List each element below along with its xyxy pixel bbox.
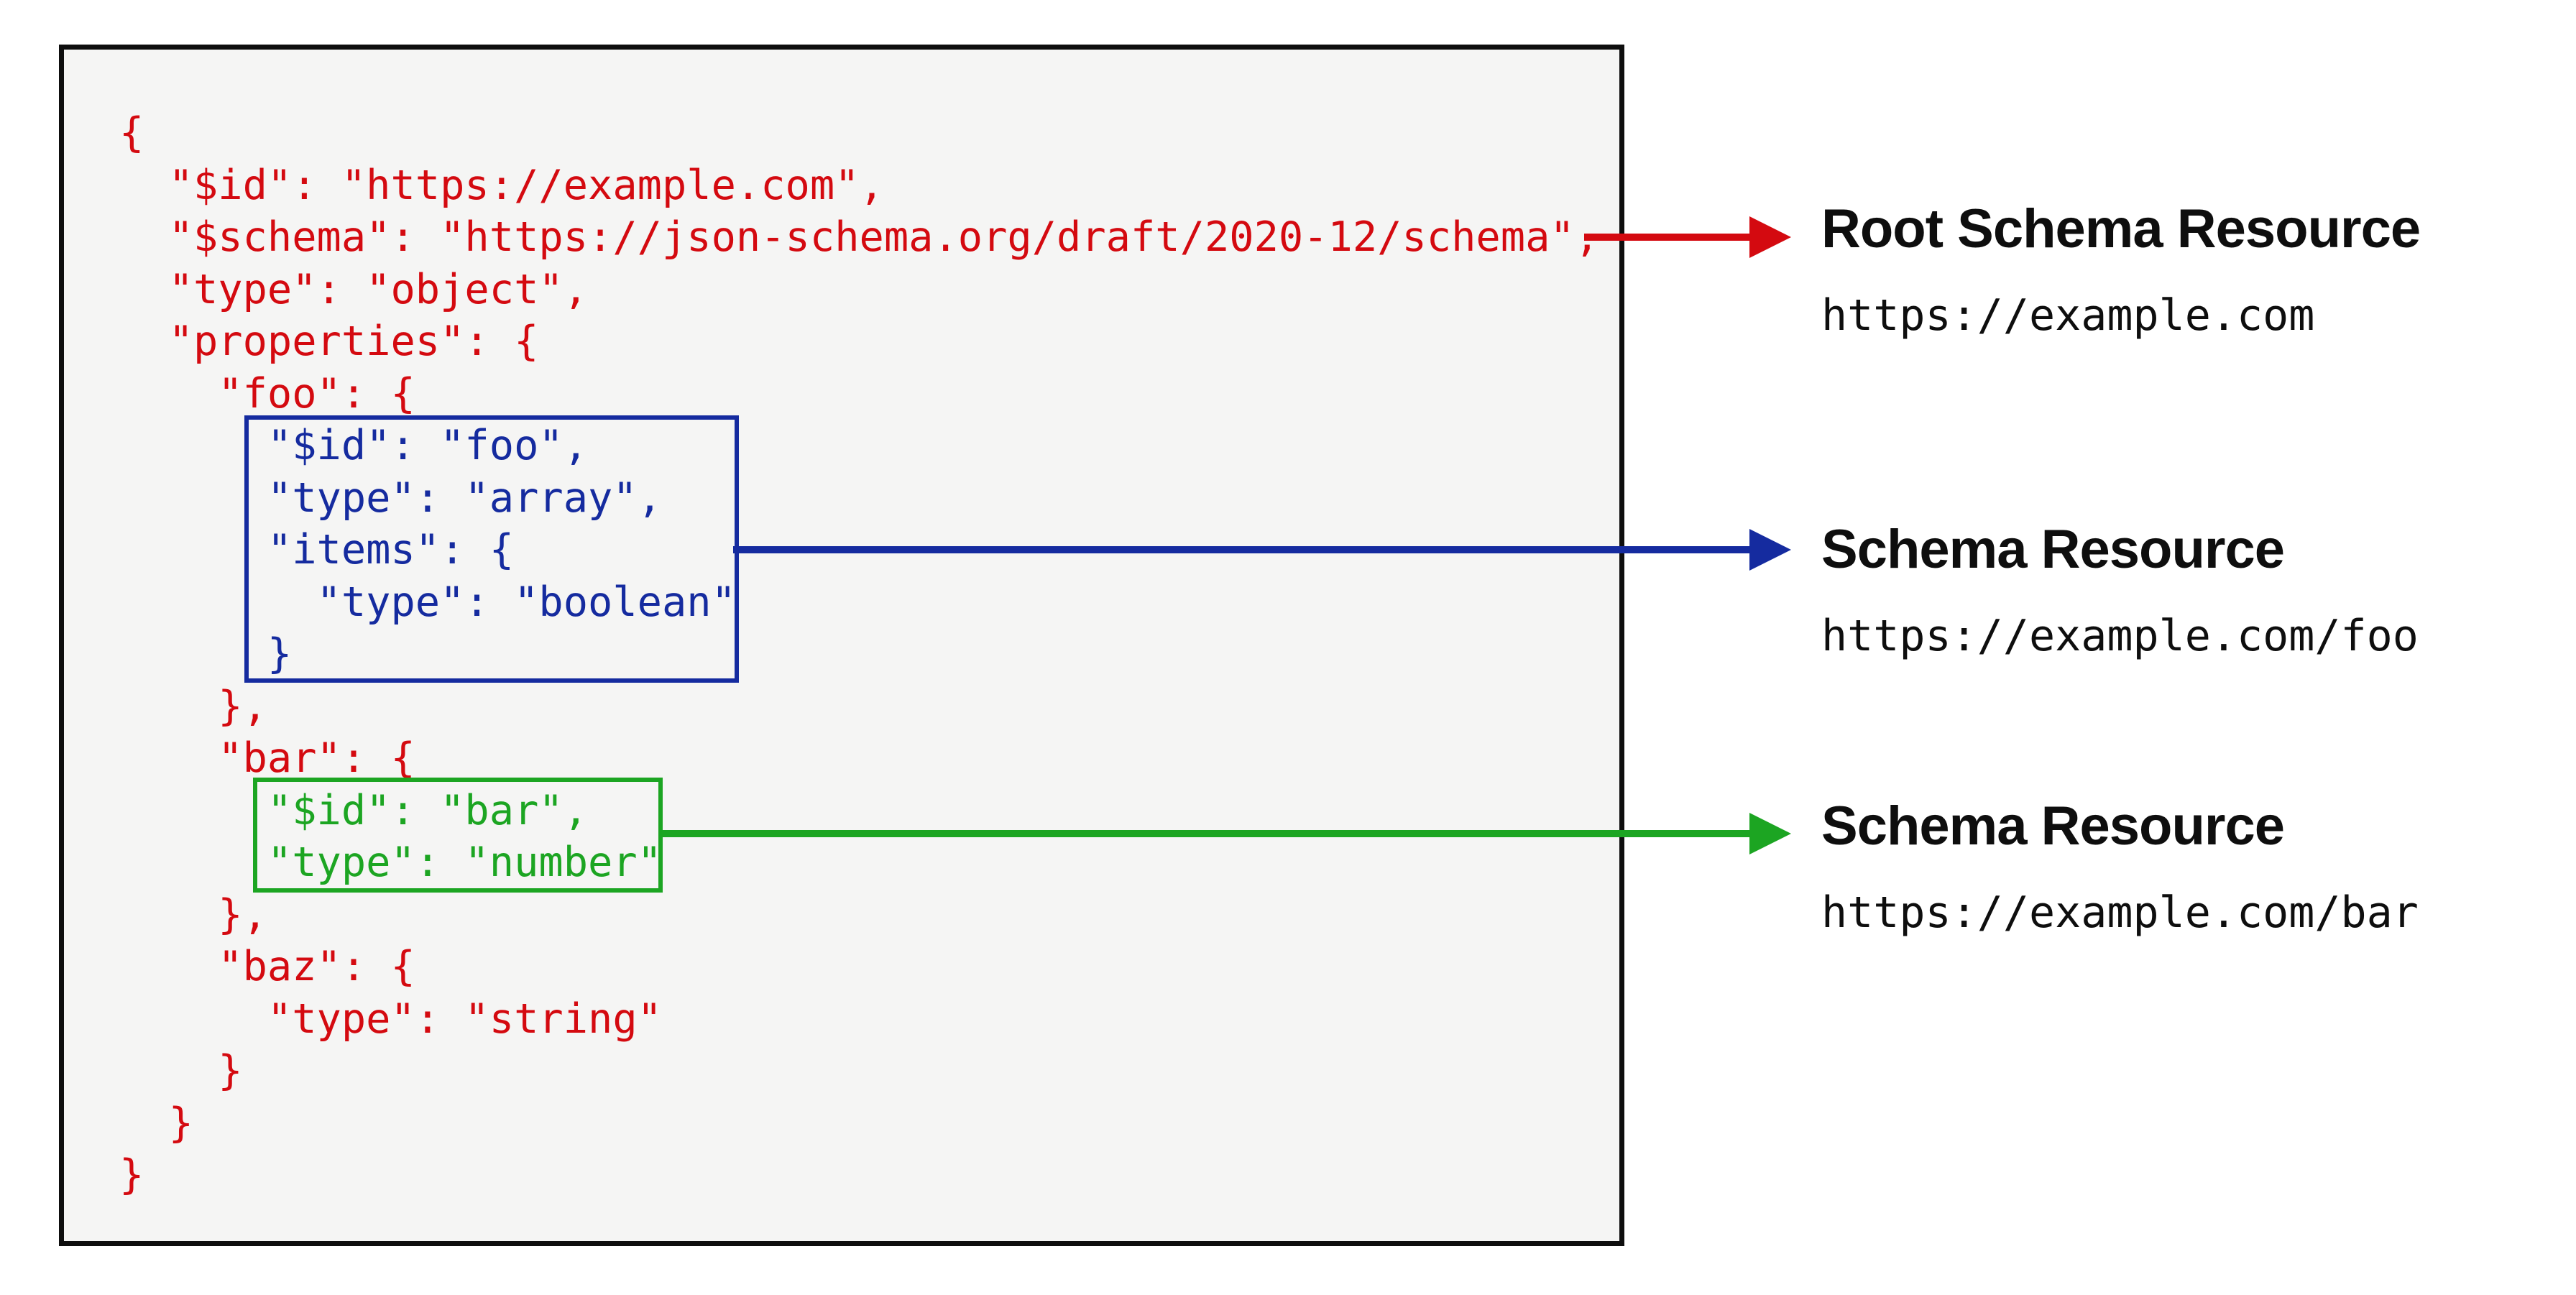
code-line: "type": "number" <box>119 839 662 886</box>
code-line: "type": "array", <box>119 474 662 522</box>
code-line: "$id": "https://example.com", <box>119 161 884 209</box>
annotation-root-schema: Root Schema Resource https://example.com <box>1821 198 2421 341</box>
code-line: } <box>119 630 293 678</box>
annotation-url: https://example.com/foo <box>1821 611 2419 661</box>
code-line: }, <box>119 682 267 730</box>
arrow-head-icon <box>1749 529 1791 571</box>
code-line: "baz": { <box>119 943 415 990</box>
code-line: "type": "boolean" <box>119 578 736 626</box>
code-line: "foo": { <box>119 369 415 418</box>
code-line: "type": "object", <box>119 265 589 313</box>
annotation-title: Schema Resource <box>1821 519 2285 580</box>
code-line: "$id": "foo", <box>119 422 589 469</box>
code-line: } <box>119 1047 243 1094</box>
foo-schema-highlight-box <box>244 415 739 683</box>
annotation-bar-schema: Schema Resource https://example.com/bar <box>1821 796 2419 939</box>
annotation-title: Schema Resource <box>1821 796 2285 857</box>
code-line: { <box>119 109 144 157</box>
schema-code-panel <box>59 45 1624 1246</box>
json-schema-code: { "$id": "https://example.com", "$schema… <box>119 107 1599 1202</box>
code-line: }, <box>119 890 267 939</box>
arrow-head-icon <box>1749 216 1791 258</box>
code-line: } <box>119 1099 193 1147</box>
annotation-foo-schema: Schema Resource https://example.com/foo <box>1821 519 2419 662</box>
code-line: "$schema": "https://json-schema.org/draf… <box>119 213 1600 261</box>
code-line: "properties": { <box>119 318 539 365</box>
code-line: "bar": { <box>119 734 415 782</box>
annotation-url: https://example.com/bar <box>1821 888 2419 938</box>
bar-schema-highlight-box <box>253 778 663 893</box>
annotation-title: Root Schema Resource <box>1821 198 2421 259</box>
code-line: "type": "string" <box>119 995 662 1043</box>
code-line: "items": { <box>119 526 515 573</box>
code-line: "$id": "bar", <box>119 786 589 834</box>
code-line: } <box>119 1151 144 1199</box>
arrow-head-icon <box>1749 813 1791 854</box>
annotation-url: https://example.com <box>1821 290 2315 341</box>
